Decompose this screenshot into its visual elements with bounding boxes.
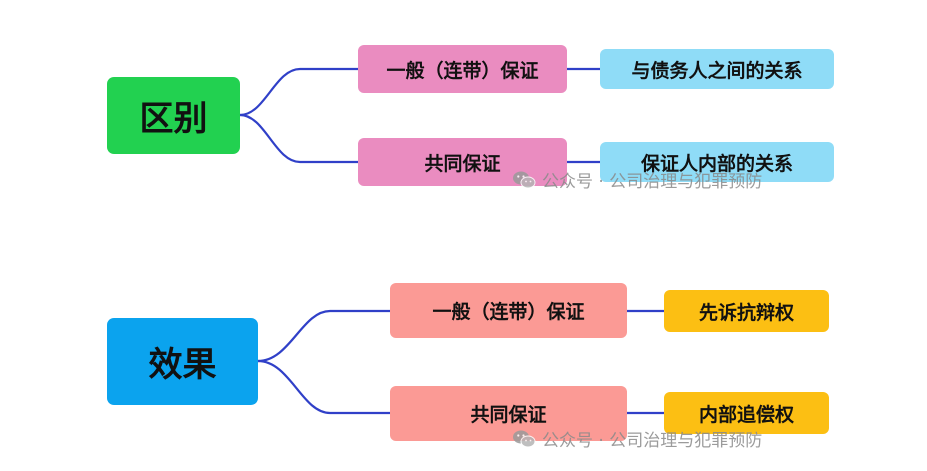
leaf-node-defense-right: 先诉抗辩权 xyxy=(664,290,829,332)
root-node-difference: 区别 xyxy=(107,77,240,154)
leaf-node-internal-guarantor-relation: 保证人内部的关系 xyxy=(600,142,834,182)
branch-node-general-guarantee-effect: 一般（连带）保证 xyxy=(390,283,627,338)
leaf-node-debtor-relation: 与债务人之间的关系 xyxy=(600,49,834,89)
connector-root1-branch1 xyxy=(238,67,360,117)
leaf-node-recourse-right: 内部追偿权 xyxy=(664,392,829,434)
connector-root2-branch1 xyxy=(256,309,392,363)
branch-node-joint-guarantee-effect: 共同保证 xyxy=(390,386,627,441)
connector-root2-branch2 xyxy=(256,359,392,415)
watermark-text: 公众号 · 公司治理与犯罪预防 xyxy=(542,172,763,192)
connector-root1-branch2 xyxy=(238,113,360,164)
root-node-effect: 效果 xyxy=(107,318,258,405)
watermark-upper: 公众号 · 公司治理与犯罪预防 xyxy=(512,167,762,192)
wechat-icon xyxy=(513,171,536,188)
watermark-lower: 公众号 · 公司治理与犯罪预防 xyxy=(512,426,762,451)
branch-node-general-guarantee: 一般（连带）保证 xyxy=(358,45,567,93)
wechat-icon xyxy=(513,430,536,447)
watermark-text: 公众号 · 公司治理与犯罪预防 xyxy=(542,431,763,451)
